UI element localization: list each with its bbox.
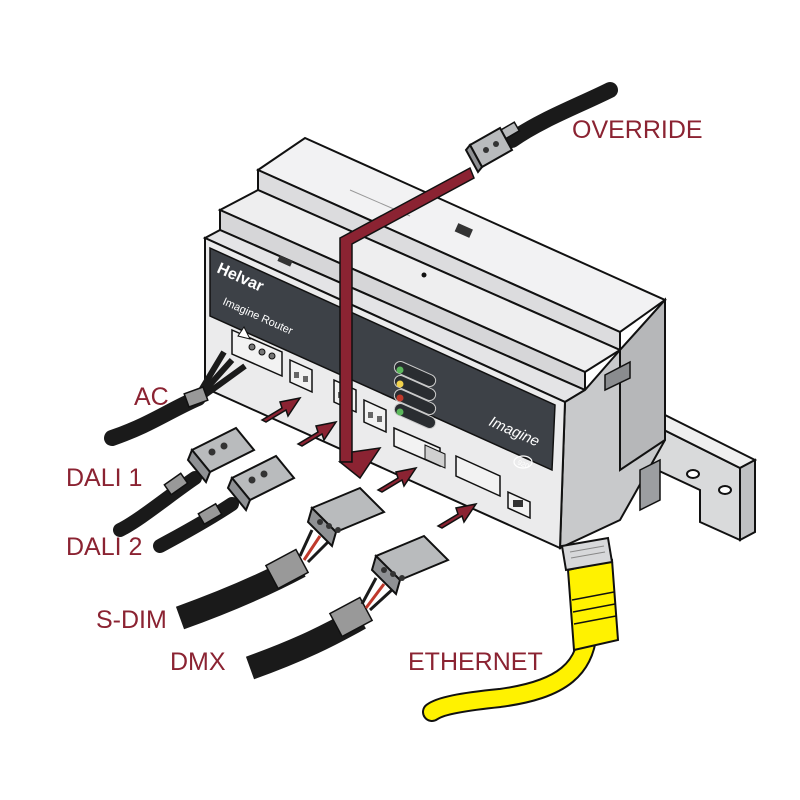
override-connector — [464, 126, 514, 174]
status-led-icon — [393, 402, 437, 430]
arrow-icon — [376, 466, 418, 493]
label-override: OVERRIDE — [572, 116, 703, 144]
label-ac: AC — [134, 383, 169, 411]
sdim-cable — [175, 486, 386, 630]
ac-terminal-block — [231, 326, 283, 378]
status-led-icon — [393, 388, 437, 416]
din-rail — [637, 408, 758, 542]
sdim-terminal-block — [393, 426, 446, 469]
ac-cables — [104, 350, 247, 446]
dali2-cable — [153, 454, 296, 553]
arrow-icon — [260, 396, 302, 423]
label-dali2: DALI 2 — [66, 533, 142, 561]
ethernet-port-icon — [507, 490, 531, 520]
status-led-group — [393, 360, 437, 430]
dali1-cable — [113, 426, 256, 537]
label-dali1: DALI 1 — [66, 464, 142, 492]
dali1-socket — [289, 358, 313, 394]
override-socket — [363, 398, 387, 434]
override-arrow — [337, 166, 475, 480]
front-panel: Helvar Imagine Router Imagine 920 — [204, 236, 567, 550]
dmx-terminal-block — [455, 454, 501, 498]
dali2-connector — [226, 454, 296, 512]
ethernet-cable — [422, 536, 620, 722]
dmx-cable — [245, 534, 450, 680]
status-led-icon — [393, 374, 437, 402]
dali1-connector — [186, 426, 256, 484]
router-housing — [202, 136, 668, 550]
sdim-connector — [306, 486, 386, 548]
labels: OVERRIDE AC DALI 1 DALI 2 S-DIM DMX ETHE… — [66, 116, 703, 676]
ethernet-connector — [560, 536, 620, 652]
dmx-connector — [370, 534, 450, 596]
label-ethernet: ETHERNET — [408, 648, 543, 676]
label-sdim: S-DIM — [96, 606, 167, 634]
arrow-icon — [436, 502, 478, 529]
override-cable — [464, 82, 618, 174]
status-led-icon — [393, 360, 437, 388]
arrow-icon — [296, 420, 338, 447]
warning-icon — [237, 326, 251, 340]
label-dmx: DMX — [170, 648, 226, 676]
logo-badge: 920 — [516, 459, 530, 470]
